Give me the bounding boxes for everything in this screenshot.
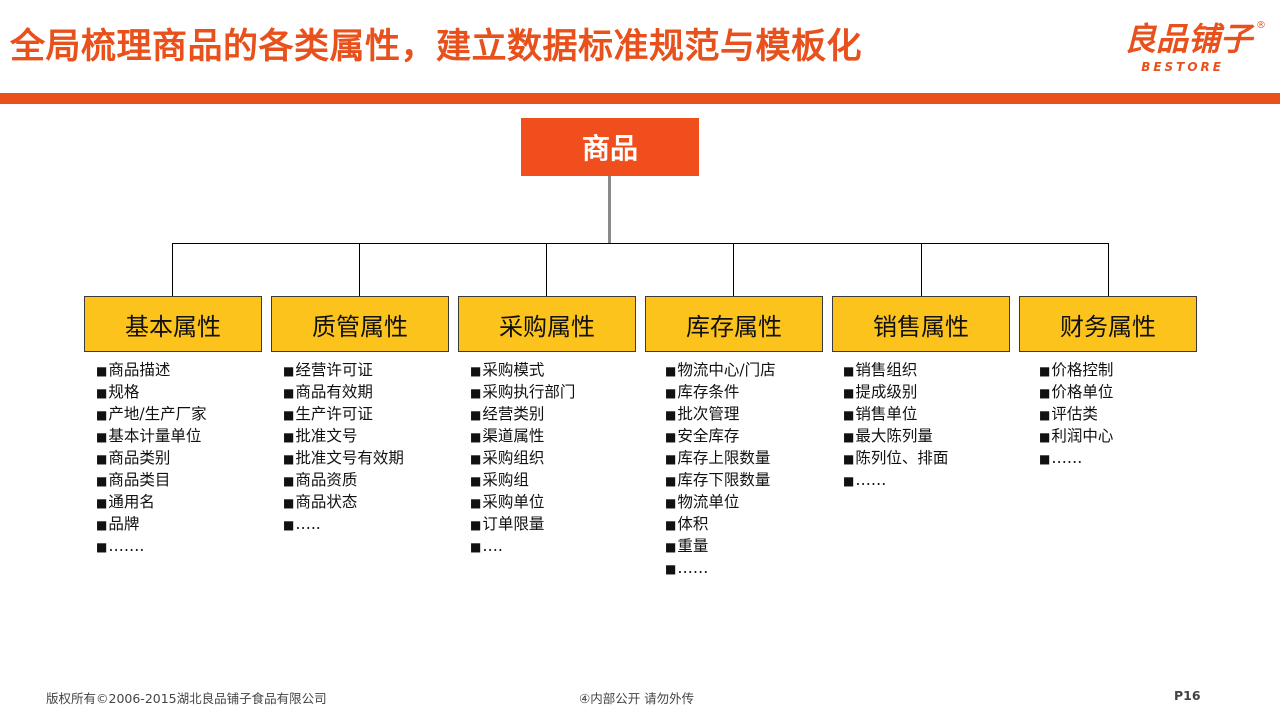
list-item: 批准文号 bbox=[283, 426, 404, 448]
list-item: 评估类 bbox=[1039, 404, 1113, 426]
logo-english-name: BESTORE bbox=[1141, 60, 1224, 74]
category-sales-attributes: 销售属性 bbox=[832, 296, 1010, 352]
list-item: 库存条件 bbox=[665, 382, 776, 404]
list-item: 批准文号有效期 bbox=[283, 448, 404, 470]
horizontal-connector bbox=[172, 243, 1109, 244]
category-quality-attributes: 质管属性 bbox=[271, 296, 449, 352]
branch-connector-2 bbox=[359, 243, 360, 296]
list-item: 基本计量单位 bbox=[96, 426, 207, 448]
list-item: …… bbox=[1039, 448, 1113, 470]
copyright-notice: 版权所有©2006-2015湖北良品铺子食品有限公司 bbox=[46, 691, 327, 706]
purchasing-attributes-list: 采购模式 采购执行部门 经营类别 渠道属性 采购组织 采购组 采购单位 订单限量… bbox=[470, 360, 575, 558]
list-item: 通用名 bbox=[96, 492, 207, 514]
branch-connector-3 bbox=[546, 243, 547, 296]
list-item: 采购组 bbox=[470, 470, 575, 492]
category-finance-attributes: 财务属性 bbox=[1019, 296, 1197, 352]
list-item: 采购组织 bbox=[470, 448, 575, 470]
list-item: 重量 bbox=[665, 536, 776, 558]
basic-attributes-list: 商品描述 规格 产地/生产厂家 基本计量单位 商品类别 商品类目 通用名 品牌 … bbox=[96, 360, 207, 558]
list-item: 商品类目 bbox=[96, 470, 207, 492]
list-item: 价格单位 bbox=[1039, 382, 1113, 404]
list-item: 最大陈列量 bbox=[843, 426, 948, 448]
root-node-product: 商品 bbox=[521, 118, 699, 176]
category-basic-attributes: 基本属性 bbox=[84, 296, 262, 352]
list-item: 库存下限数量 bbox=[665, 470, 776, 492]
quality-attributes-list: 经营许可证 商品有效期 生产许可证 批准文号 批准文号有效期 商品资质 商品状态… bbox=[283, 360, 404, 536]
list-item: …. bbox=[470, 536, 575, 558]
list-item: 产地/生产厂家 bbox=[96, 404, 206, 426]
list-item: 规格 bbox=[96, 382, 207, 404]
list-item: 商品资质 bbox=[283, 470, 404, 492]
brand-logo: 良品铺子 ® BESTORE bbox=[1116, 14, 1266, 78]
sales-attributes-list: 销售组织 提成级别 销售单位 最大陈列量 陈列位、排面 …… bbox=[843, 360, 948, 492]
classification-label: ④内部公开 请勿外传 bbox=[579, 691, 695, 706]
list-item: 采购单位 bbox=[470, 492, 575, 514]
list-item: 商品类别 bbox=[96, 448, 207, 470]
inventory-attributes-list: 物流中心/门店 库存条件 批次管理 安全库存 库存上限数量 库存下限数量 物流单… bbox=[665, 360, 776, 580]
branch-connector-6 bbox=[1108, 243, 1109, 296]
branch-connector-4 bbox=[733, 243, 734, 296]
page-number: P16 bbox=[1174, 688, 1201, 703]
category-inventory-attributes: 库存属性 bbox=[645, 296, 823, 352]
list-item: 物流单位 bbox=[665, 492, 776, 514]
list-item: 利润中心 bbox=[1039, 426, 1113, 448]
list-item: 品牌 bbox=[96, 514, 207, 536]
list-item: 生产许可证 bbox=[283, 404, 404, 426]
list-item: …… bbox=[665, 558, 776, 580]
logo-chinese-name: 良品铺子 bbox=[1123, 20, 1252, 58]
branch-connector-5 bbox=[921, 243, 922, 296]
finance-attributes-list: 价格控制 价格单位 评估类 利润中心 …… bbox=[1039, 360, 1113, 470]
list-item: 价格控制 bbox=[1039, 360, 1113, 382]
category-purchasing-attributes: 采购属性 bbox=[458, 296, 636, 352]
list-item: 渠道属性 bbox=[470, 426, 575, 448]
list-item: 商品有效期 bbox=[283, 382, 404, 404]
registered-mark: ® bbox=[1256, 20, 1266, 31]
page-title: 全局梳理商品的各类属性，建立数据标准规范与模板化 bbox=[10, 27, 863, 67]
list-item: ….. bbox=[283, 514, 404, 536]
branch-connector-1 bbox=[172, 243, 173, 296]
list-item: 经营类别 bbox=[470, 404, 575, 426]
list-item: 陈列位、排面 bbox=[843, 448, 948, 470]
list-item: 采购模式 bbox=[470, 360, 575, 382]
list-item: 销售单位 bbox=[843, 404, 948, 426]
header-divider-bar bbox=[0, 93, 1280, 104]
list-item: 经营许可证 bbox=[283, 360, 404, 382]
list-item: 商品描述 bbox=[96, 360, 207, 382]
root-connector bbox=[608, 176, 611, 244]
list-item: 销售组织 bbox=[843, 360, 948, 382]
list-item: …… bbox=[843, 470, 948, 492]
list-item: 体积 bbox=[665, 514, 776, 536]
list-item: 提成级别 bbox=[843, 382, 948, 404]
list-item: 采购执行部门 bbox=[470, 382, 575, 404]
list-item: 安全库存 bbox=[665, 426, 776, 448]
list-item: 商品状态 bbox=[283, 492, 404, 514]
list-item: 批次管理 bbox=[665, 404, 776, 426]
list-item: 库存上限数量 bbox=[665, 448, 776, 470]
list-item: 订单限量 bbox=[470, 514, 575, 536]
list-item: 物流中心/门店 bbox=[665, 360, 775, 382]
list-item: ……. bbox=[96, 536, 207, 558]
